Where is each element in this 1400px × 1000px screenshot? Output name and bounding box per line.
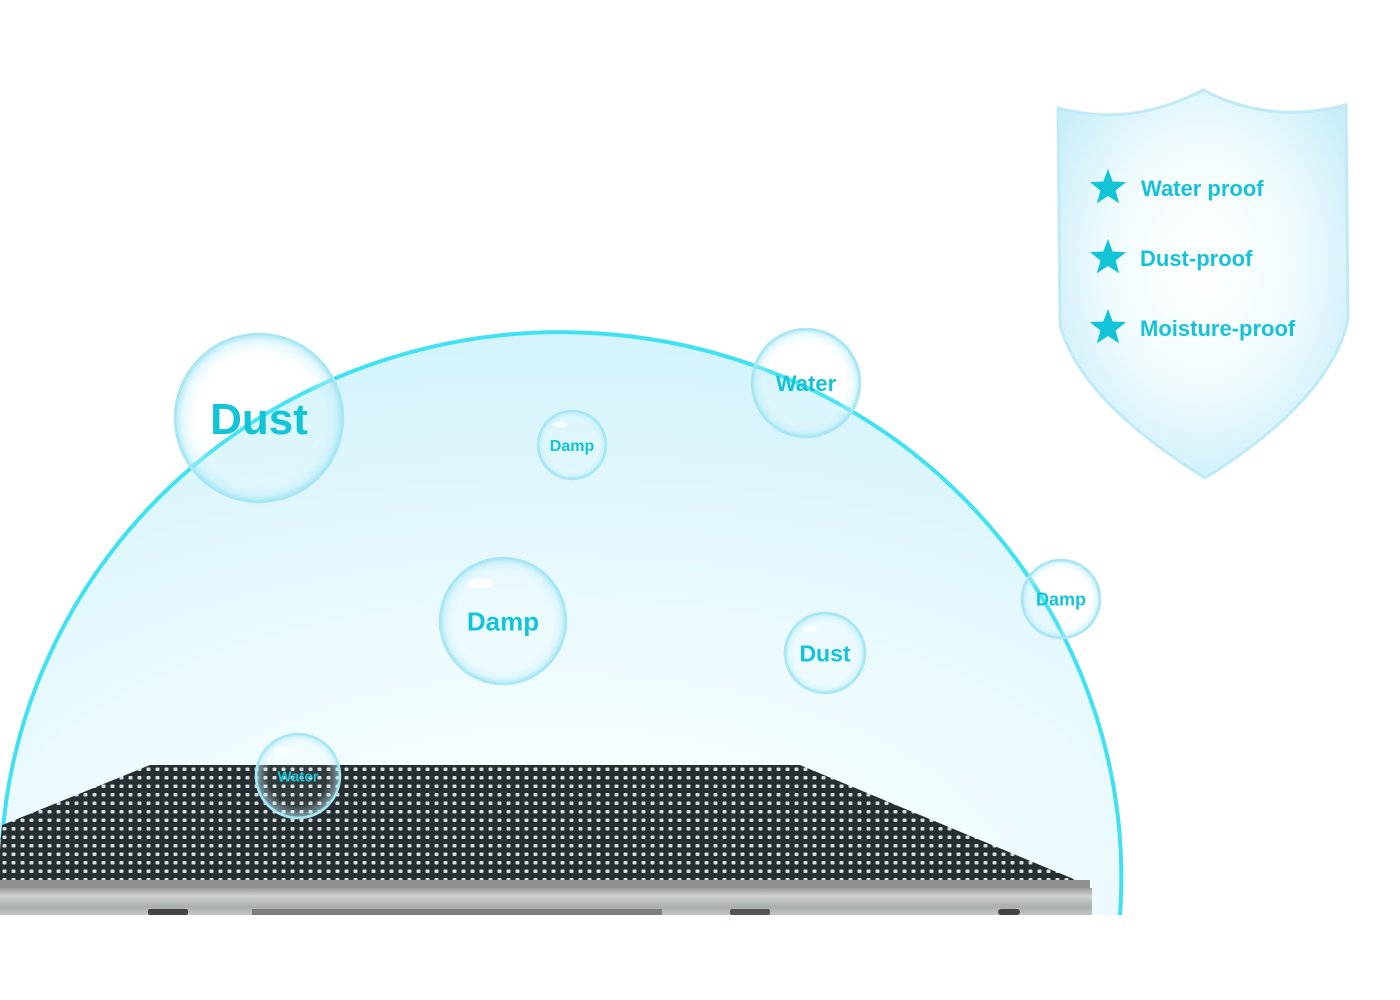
bubble-highlight (274, 747, 293, 755)
bubble: Damp (438, 556, 568, 686)
star-icon (1089, 309, 1127, 344)
star-icon (1089, 169, 1127, 204)
bubble-circle (438, 556, 568, 686)
bubble: Dust (783, 611, 867, 695)
bubble-highlight (552, 421, 568, 428)
bubble-circle (750, 327, 862, 439)
bubble-circle (173, 332, 345, 504)
bubble-circle (254, 732, 342, 820)
bubble-highlight (775, 346, 799, 355)
bubble-circle (1020, 558, 1102, 640)
star-icon (1089, 239, 1127, 274)
bubble-circle (783, 611, 867, 695)
bubble-label: Dust (210, 395, 308, 444)
bubble-highlight (1038, 572, 1056, 579)
feature-label: Water proof (1141, 176, 1264, 201)
bubble-label: Water (776, 371, 837, 396)
bubble: Water (750, 327, 862, 439)
feature-item: Dust-proof (1089, 239, 1253, 274)
bubble-label: Damp (467, 606, 539, 636)
bubble-circle (536, 409, 608, 481)
feature-item: Moisture-proof (1089, 309, 1296, 344)
bubble-label: Damp (1036, 589, 1086, 609)
shield-icon (1056, 88, 1350, 480)
bubble-label: Damp (550, 438, 595, 455)
bubble: Damp (536, 409, 608, 481)
bubble-highlight (802, 625, 820, 633)
feature-label: Moisture-proof (1140, 316, 1296, 341)
feature-item: Water proof (1089, 169, 1264, 204)
bubble: Damp (1020, 558, 1102, 640)
bubble: Water (254, 732, 342, 820)
bubble-highlight (211, 360, 249, 375)
bubble-highlight (467, 578, 495, 589)
bubble-label: Water (277, 768, 318, 785)
bubble: Dust (173, 332, 345, 504)
feature-label: Dust-proof (1140, 246, 1253, 271)
bubble-label: Dust (799, 640, 850, 666)
